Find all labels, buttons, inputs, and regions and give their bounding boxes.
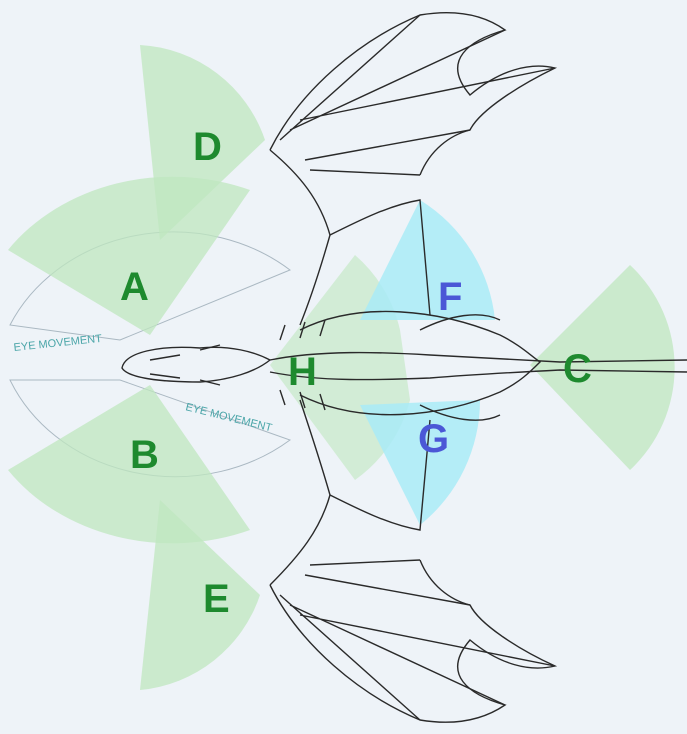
zone-label-g: G [418,417,449,461]
zone-label-d: D [193,125,222,169]
zone-label-a: A [120,265,149,309]
zone-label-c: C [563,347,592,391]
zone-label-h: H [288,350,317,394]
zone-label-b: B [130,433,159,477]
zone-label-e: E [203,577,230,621]
zone-label-f: F [438,275,462,319]
